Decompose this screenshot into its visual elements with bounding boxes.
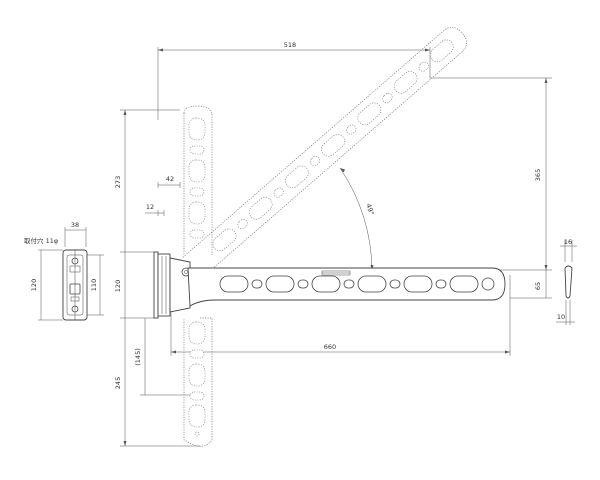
folded-arm-vertical	[183, 105, 213, 447]
dim-arm-65-label: 65	[534, 282, 542, 290]
dim-raised-height-label: 365	[534, 169, 542, 181]
dim-left-stack: 273 120 245 (145)	[114, 109, 200, 447]
dim-arm-65: 65	[510, 270, 552, 299]
dim-lower-145-label: (145)	[134, 348, 142, 365]
mount-hole-label: 取付穴 11φ	[24, 236, 58, 245]
dim-angle-label: 49°	[364, 203, 375, 216]
dim-arm-length-label: 660	[324, 343, 336, 351]
dim-upper-273-label: 273	[114, 176, 122, 188]
mounting-plate: 取付穴 11φ 38 120 110	[24, 221, 104, 321]
dim-top-width-label: 518	[284, 41, 296, 49]
dim-bracket-120-label: 120	[114, 280, 122, 292]
dim-raised-height: 365	[430, 77, 552, 271]
tip-10-label: 10	[557, 313, 565, 321]
arm-tip-section: 16 10	[556, 238, 577, 325]
dim-lower-245-label: 245	[114, 377, 122, 389]
tip-16-label: 16	[564, 238, 572, 246]
dim-offset-12-label: 12	[146, 203, 154, 211]
dim-offset-42-label: 42	[166, 175, 174, 183]
dim-angle: 49°	[339, 167, 375, 271]
plate-width-label: 38	[71, 221, 79, 229]
dim-arm-length: 660	[170, 275, 511, 356]
dim-offset-42: 42	[157, 175, 181, 188]
dim-offset-12: 12	[145, 203, 165, 216]
plate-110-label: 110	[90, 279, 98, 291]
main-arm-horizontal	[187, 267, 506, 307]
raised-arm-diagonal	[182, 26, 467, 279]
plate-120-label: 120	[30, 279, 38, 291]
dim-top-width: 518	[157, 41, 431, 120]
